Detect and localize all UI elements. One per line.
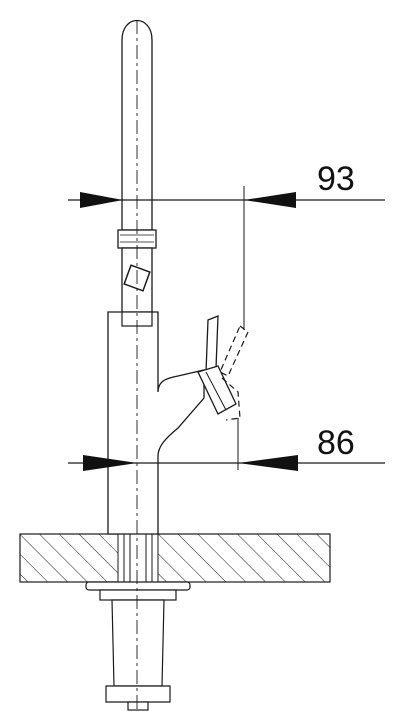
dimension-lower: 86 bbox=[68, 424, 385, 471]
countertop-section bbox=[19, 533, 331, 583]
dimension-upper-label: 93 bbox=[317, 160, 355, 198]
under-counter-fixing bbox=[85, 581, 191, 711]
lever-handle-alt-position bbox=[219, 325, 249, 421]
mounting-shank bbox=[123, 534, 153, 582]
dimension-lower-label: 86 bbox=[317, 424, 355, 462]
dimension-upper: 93 bbox=[68, 160, 385, 208]
extension-lines bbox=[237, 186, 245, 470]
lever-handle bbox=[197, 315, 237, 415]
faucet-body bbox=[107, 311, 205, 535]
